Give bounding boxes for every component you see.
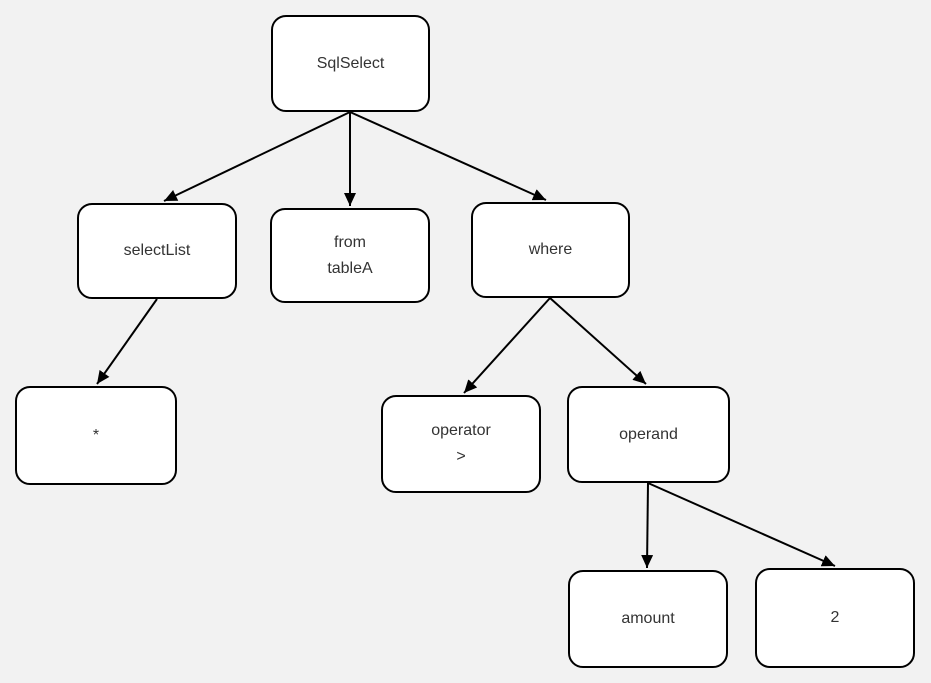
node-star: * bbox=[15, 386, 177, 485]
node-label: amount bbox=[621, 610, 675, 627]
edge-operand-to-amount bbox=[641, 482, 654, 569]
node-amount: amount bbox=[568, 570, 728, 668]
node-operator: operator > bbox=[381, 395, 541, 493]
node-label: > bbox=[456, 448, 466, 465]
edge-operand-to-two bbox=[647, 482, 836, 567]
edge-where-to-operand bbox=[549, 297, 647, 385]
edge-sqlselect-to-where bbox=[349, 111, 547, 201]
node-from: from tableA bbox=[270, 208, 430, 303]
edge-sqlselect-to-selectlist bbox=[163, 111, 351, 202]
node-label: SqlSelect bbox=[316, 54, 385, 72]
edge-group bbox=[96, 111, 836, 569]
edge-selectlist-to-star bbox=[96, 298, 158, 385]
node-label: tableA bbox=[327, 259, 373, 277]
node-label: 2 bbox=[830, 609, 840, 626]
node-where: where bbox=[471, 202, 630, 298]
node-selectlist: selectList bbox=[77, 203, 237, 299]
node-label: from bbox=[334, 233, 366, 251]
node-label: * bbox=[92, 426, 100, 444]
node-label: selectList bbox=[123, 242, 191, 259]
node-sqlselect: SqlSelect bbox=[271, 15, 430, 112]
node-label: operator bbox=[431, 422, 491, 439]
node-operand: operand bbox=[567, 386, 730, 483]
node-label: where bbox=[528, 241, 573, 258]
node-two: 2 bbox=[755, 568, 915, 668]
node-label: operand bbox=[619, 425, 678, 443]
edge-where-to-operator bbox=[463, 297, 551, 394]
